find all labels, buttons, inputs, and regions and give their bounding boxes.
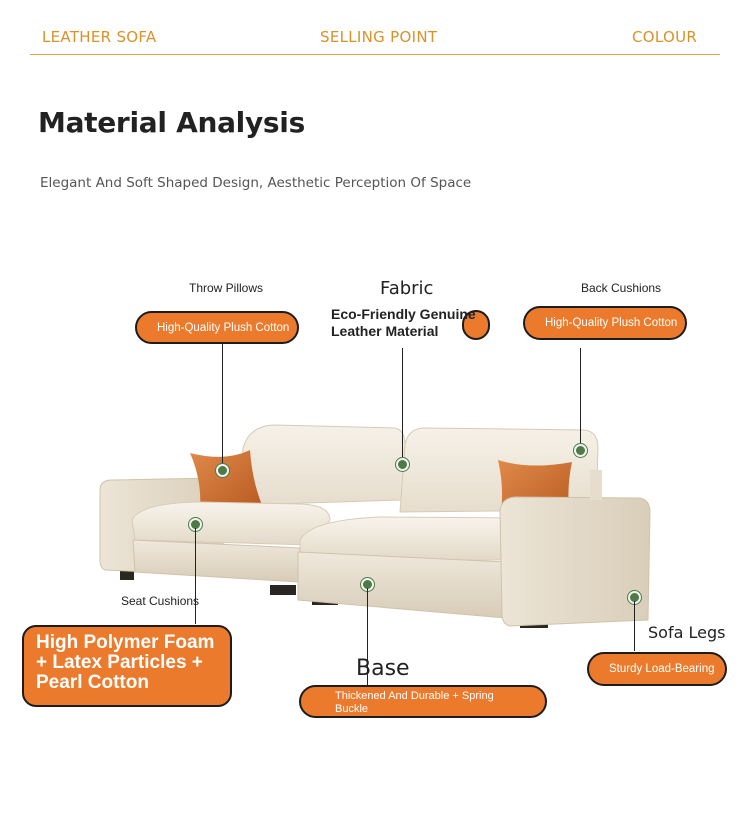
throw-pillows-pill: High-Quality Plush Cotton <box>135 311 299 344</box>
nav-divider <box>30 54 720 55</box>
fabric-swatch <box>462 310 490 340</box>
seat-cushions-line-3: Pearl Cotton <box>36 672 149 693</box>
sofa-legs-heading: Sofa Legs <box>648 623 726 642</box>
sofa-legs-leader <box>634 601 635 651</box>
fabric-heading: Fabric <box>380 278 434 299</box>
back-cushions-marker <box>574 444 587 457</box>
fabric-description: Eco-Friendly Genuine Leather Material <box>331 306 476 340</box>
throw-pillows-leader <box>222 344 223 466</box>
fabric-leader <box>402 348 403 462</box>
seat-cushions-leader <box>195 528 196 624</box>
base-line-2: Buckle <box>335 703 369 715</box>
base-heading: Base <box>356 656 410 681</box>
back-cushions-label: Back Cushions <box>581 281 662 295</box>
nav-selling-point[interactable]: SELLING POINT <box>320 28 438 46</box>
back-cushions-pill: High-Quality Plush Cotton <box>523 306 687 340</box>
fabric-marker <box>396 458 409 471</box>
fabric-line-2: Leather Material <box>331 323 439 339</box>
sofa-legs-pill: Sturdy Load-Bearing <box>587 652 727 686</box>
throw-pillows-label: Throw Pillows <box>189 281 264 295</box>
base-pill: Thickened And Durable + Spring Buckle <box>299 685 547 718</box>
fabric-line-1: Eco-Friendly Genuine <box>331 306 476 322</box>
sofa-legs-pill-text: Sturdy Load-Bearing <box>609 663 715 675</box>
nav-colour[interactable]: COLOUR <box>632 28 698 46</box>
seat-cushions-line-2: + Latex Particles + <box>36 652 203 673</box>
seat-cushions-line-1: High Polymer Foam <box>36 632 215 653</box>
base-leader <box>367 588 368 686</box>
page-subtitle: Elegant And Soft Shaped Design, Aestheti… <box>40 175 472 191</box>
base-line-1: Thickened And Durable + Spring <box>335 690 494 702</box>
throw-pillows-marker <box>216 464 229 477</box>
seat-cushions-pill: High Polymer Foam + Latex Particles + Pe… <box>22 625 232 707</box>
nav-leather-sofa[interactable]: LEATHER SOFA <box>42 28 157 46</box>
page-title: Material Analysis <box>38 106 305 139</box>
back-cushions-leader <box>580 348 581 444</box>
throw-pillows-pill-text: High-Quality Plush Cotton <box>157 321 290 334</box>
seat-cushions-label: Seat Cushions <box>121 594 200 608</box>
back-cushions-pill-text: High-Quality Plush Cotton <box>545 317 678 329</box>
